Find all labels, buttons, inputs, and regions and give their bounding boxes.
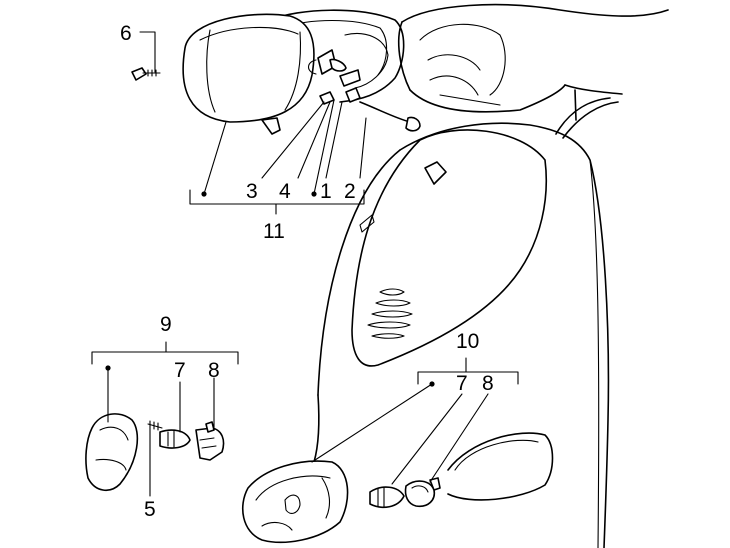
callout-7-left: 7 [174,359,186,382]
callout-10: 10 [456,330,479,353]
left-bulb [159,429,191,449]
right-turn-signal-assembly [241,460,441,543]
right-bulb [369,486,405,509]
callout-1: 1 [320,180,332,203]
right-bulb-socket [404,477,441,508]
horn-grille [367,288,413,339]
headlight-assembly [182,9,421,135]
callout-4: 4 [279,180,291,203]
scooter-body [313,3,669,548]
left-indicator-lens [85,413,139,491]
right-indicator-lens [241,460,349,543]
callout-2: 2 [344,180,356,203]
left-bulb-socket [195,421,225,461]
headlight-lens [182,13,315,135]
callout-7-right: 7 [456,372,468,395]
callout-9: 9 [160,313,172,336]
screw-part-6 [131,67,161,81]
screw-part-5 [147,420,163,431]
callout-8-right: 8 [482,372,494,395]
callout-5: 5 [144,498,156,521]
callout-6: 6 [120,22,132,45]
callout-11: 11 [263,220,285,243]
leader-lines [91,31,519,497]
left-turn-signal-assembly [85,413,225,491]
leader-dots [105,191,435,387]
callout-8-left: 8 [208,359,220,382]
callout-3: 3 [246,180,258,203]
